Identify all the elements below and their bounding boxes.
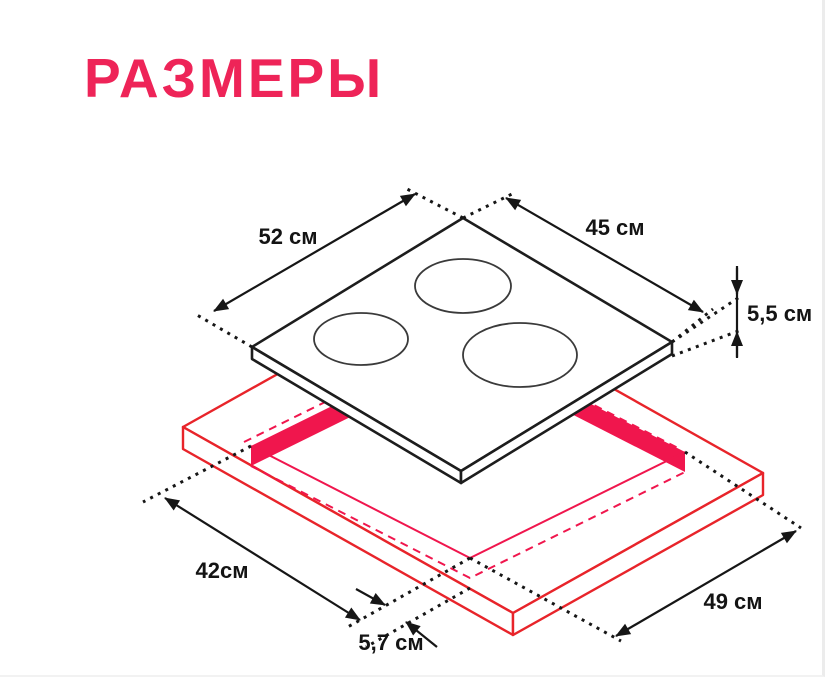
dimension-cutout-depth: 49 см [469, 450, 802, 643]
dimension-arrow [355, 588, 386, 606]
dimension-hob-height: 5,5 см [671, 266, 812, 358]
page-title: РАЗМЕРЫ [84, 47, 384, 109]
dim-42-label: 42см [196, 558, 249, 583]
dimension-cutout-edge-offset: 5,7 см [355, 586, 471, 655]
dim-52-label: 52 см [258, 224, 317, 249]
extension-line [684, 450, 802, 530]
dim-45-label: 45 см [585, 215, 644, 240]
dimension-arrow [615, 530, 797, 637]
burner-circle-left [313, 312, 409, 366]
dimension-hob-depth: 45 см [462, 191, 714, 344]
dim-55-label: 5,5 см [747, 301, 812, 326]
extension-line [469, 556, 622, 643]
extension-line [196, 313, 253, 349]
dim-49-label: 49 см [703, 589, 762, 614]
extension-line [365, 586, 471, 649]
dimension-arrow [164, 497, 361, 621]
extension-line [406, 187, 464, 220]
dimension-arrow [505, 197, 704, 313]
cutout-bottom-edges-dashed [250, 465, 686, 580]
extension-line [671, 294, 742, 344]
extension-line [671, 307, 714, 344]
burner-circle-back [414, 258, 512, 314]
dim-57-label: 5,7 см [358, 630, 423, 655]
dimension-hob-width: 52 см [196, 187, 464, 349]
dimension-cutout-width: 42см [142, 444, 471, 630]
dimension-arrow [213, 193, 416, 312]
burner-circle-front [462, 322, 578, 388]
extension-line [462, 191, 515, 220]
extension-line [142, 444, 252, 504]
hob-front-right-face [459, 340, 674, 485]
dimension-arrow [405, 621, 438, 648]
extension-line [671, 328, 742, 358]
